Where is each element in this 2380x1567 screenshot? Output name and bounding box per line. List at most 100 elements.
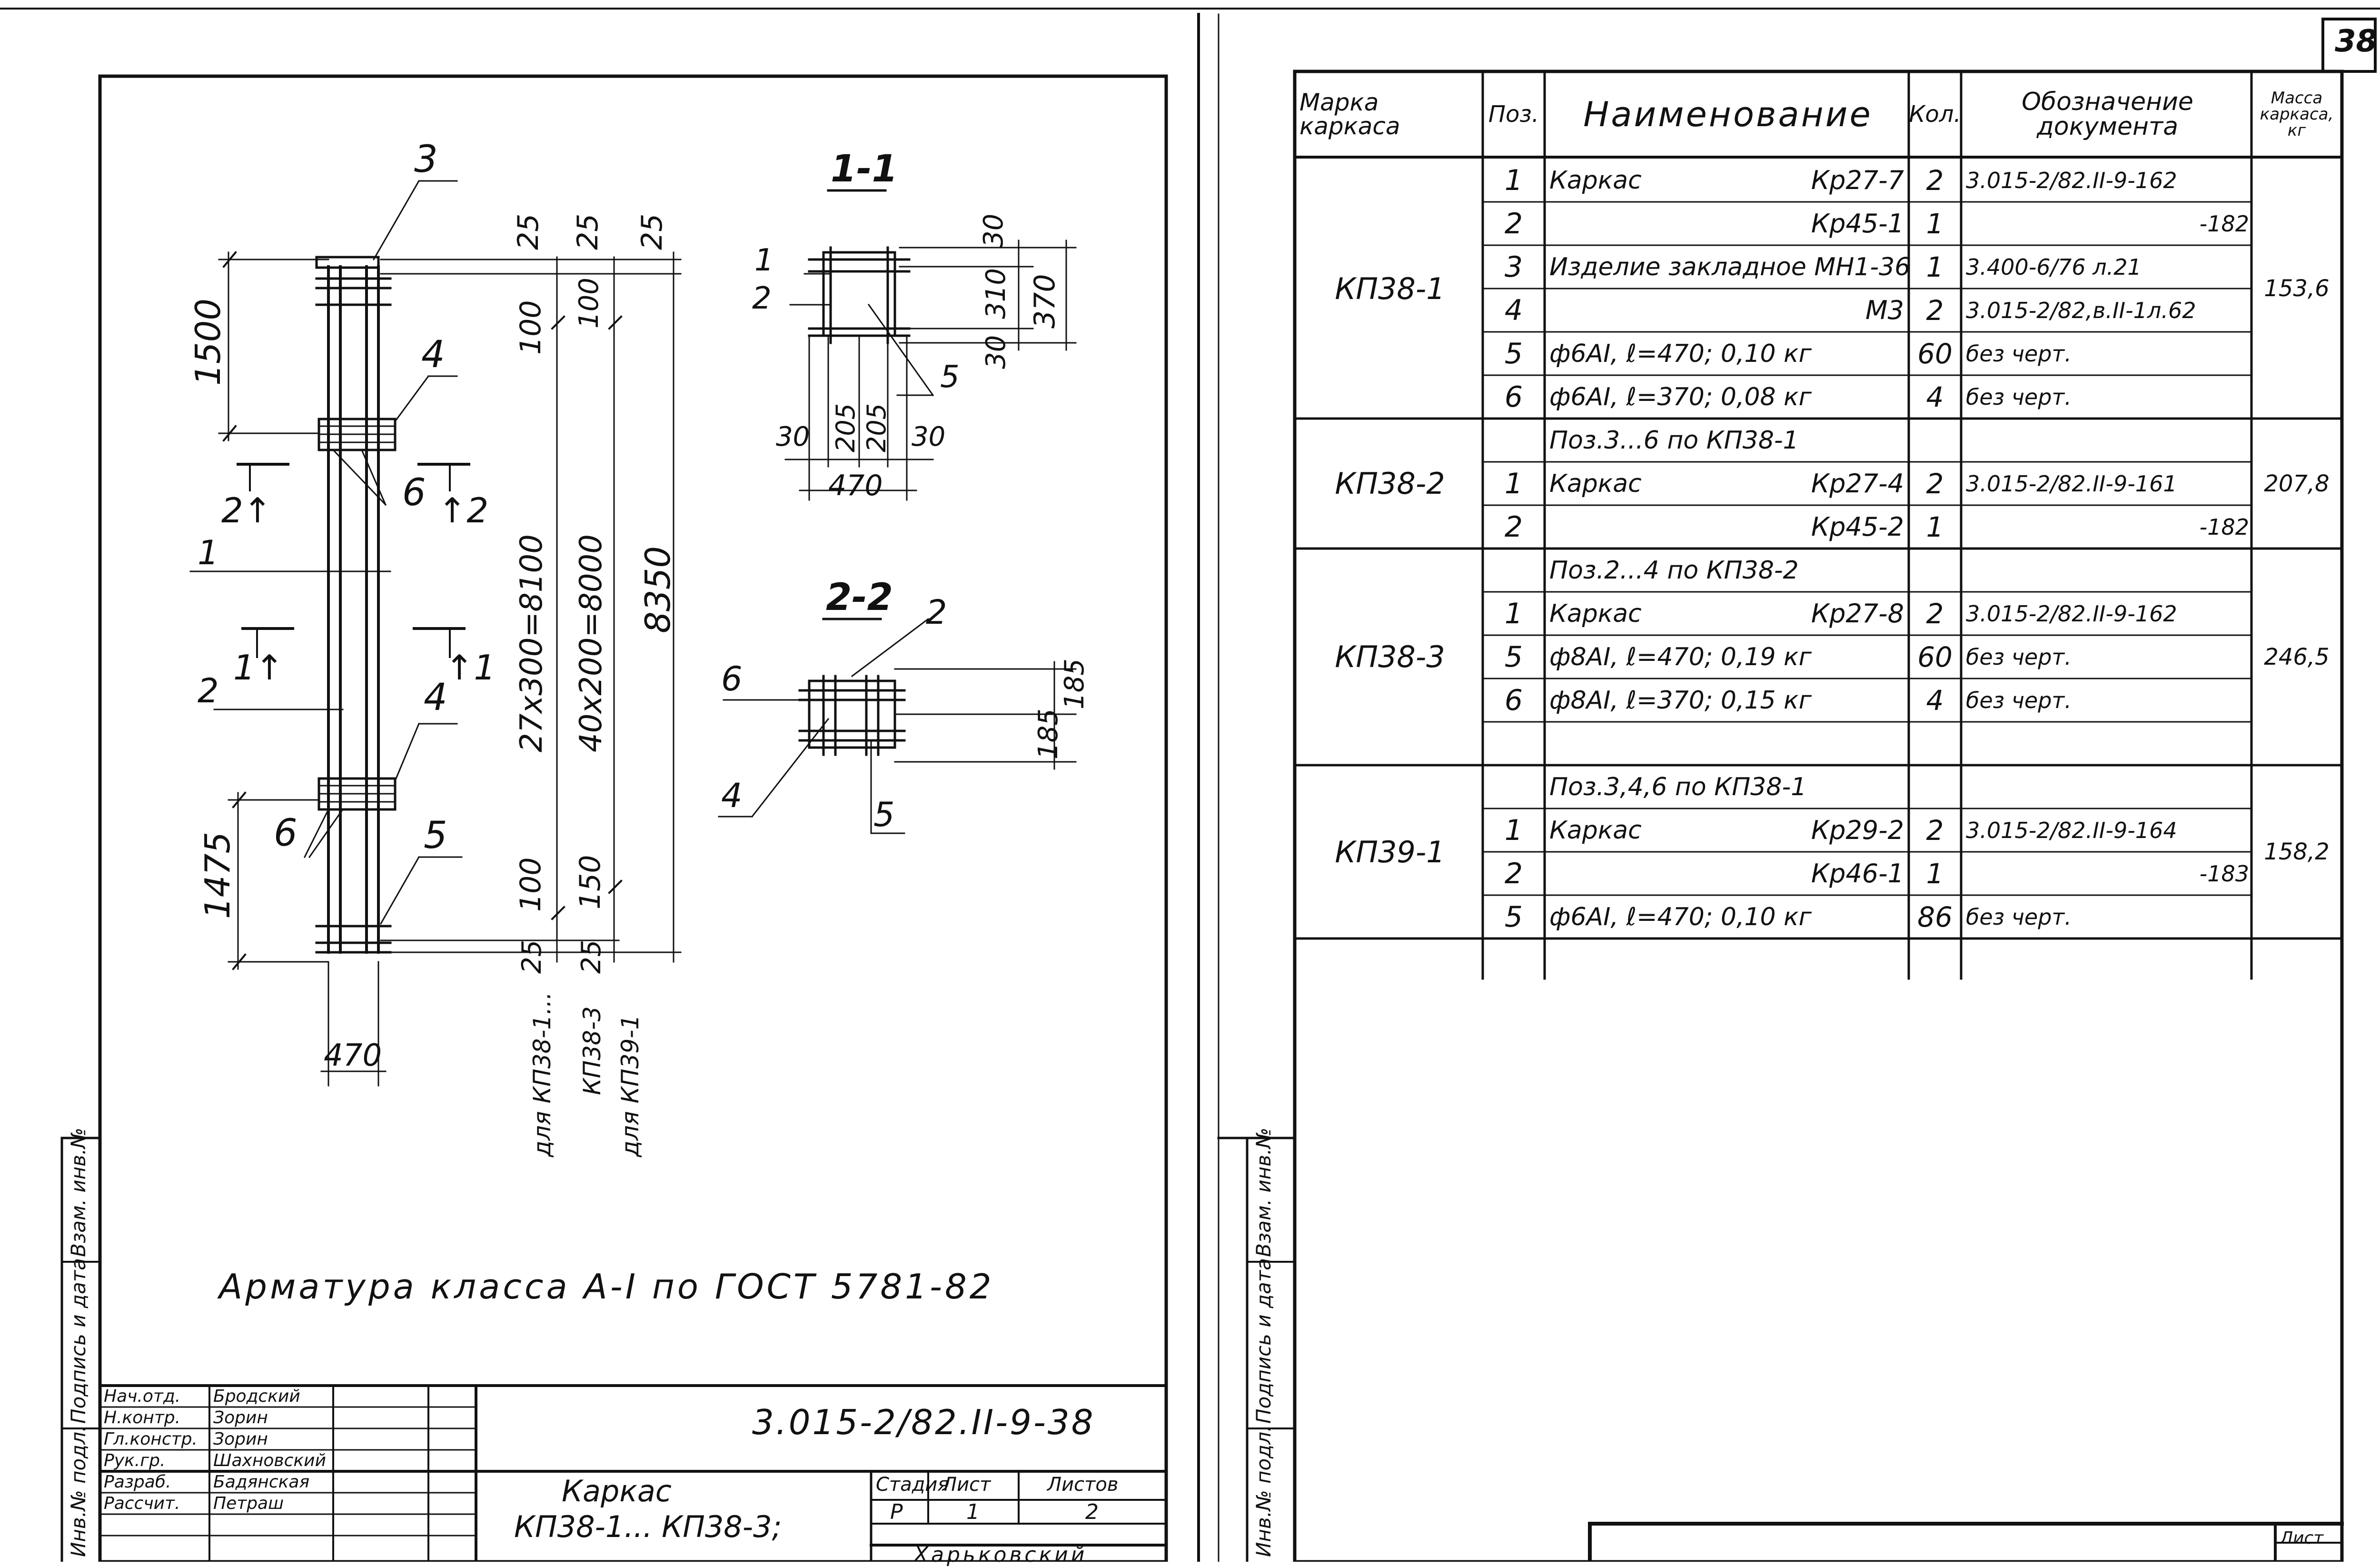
spec-pos (1485, 549, 1542, 592)
spec-name: Каркас (1549, 166, 1642, 195)
spec-name: Поз.3...6 по КП38-1 (1549, 426, 1799, 455)
spec-name-mark: Кр46-1 (1811, 858, 1904, 888)
cut-2-right: ↑2 (438, 490, 489, 530)
stamp-code: 3.015-2/82.II-9-38 (752, 1402, 1095, 1442)
col1-d100-top: 100 (514, 300, 547, 355)
dim-1500: 1500 (188, 298, 228, 386)
col3-d25-top: 25 (635, 213, 669, 250)
sec22-p6: 6 (721, 659, 743, 699)
spec-doc: -182 (2199, 210, 2249, 237)
side-label-left-2: Подпись и дата (67, 1258, 90, 1424)
spec-qty: 2 (1926, 294, 1944, 327)
cut-2-left: 2↑ (221, 490, 272, 530)
col1-d25-top: 25 (512, 213, 545, 250)
spec-doc: без черт. (1966, 644, 2072, 670)
spec-name: ф6АI, ℓ=370; 0,08 кг (1549, 382, 1812, 411)
col2-main: 40x200=8000 (574, 534, 609, 752)
th-pos: Поз. (1488, 101, 1539, 128)
stamp-person-name: Зорин (213, 1429, 268, 1449)
col1-for: для КП38-1... (528, 992, 556, 1157)
sec22-p4: 4 (721, 776, 743, 815)
spec-name-mark: Кр45-2 (1811, 512, 1904, 542)
col1-main: 27x300=8100 (514, 534, 549, 752)
spec-qty: 60 (1917, 337, 1953, 370)
spec-name-mark: Кр45-1 (1811, 209, 1904, 239)
spec-doc: без черт. (1966, 687, 2072, 713)
spec-mark: КП38-3 (1335, 639, 1445, 674)
rebar-class-note: Арматура класса А-I по ГОСТ 5781-82 (219, 1267, 994, 1307)
col2-for: КП38-3 (578, 1006, 606, 1095)
spec-pos: 2 (1504, 857, 1523, 890)
sec11-wt: 470 (828, 469, 883, 502)
stamp-hdr-sheet: Лист (942, 1474, 991, 1496)
spec-name: Каркас (1549, 816, 1642, 845)
sec22-p2: 2 (926, 593, 947, 632)
side-label-left-3: Инв.№ подл. (67, 1425, 90, 1557)
page-number: 38 (2335, 24, 2378, 59)
spec-qty: 1 (1926, 207, 1944, 240)
col2-d100-top: 100 (574, 278, 605, 329)
dim-1475: 1475 (198, 831, 238, 919)
side-label-right-1: Взам. инв.№ (1252, 1128, 1275, 1257)
stamp-role: Нач.отд. (104, 1387, 181, 1406)
spec-pos: 6 (1504, 683, 1523, 717)
spec-mark: КП38-2 (1335, 466, 1445, 501)
spec-pos: 4 (1504, 293, 1523, 327)
stamp-val-stage: Р (890, 1500, 903, 1524)
callout-2: 2 (198, 671, 219, 710)
spec-qty: 86 (1917, 900, 1953, 933)
sec11-w1: 30 (776, 421, 810, 452)
stamp-role: Гл.констр. (104, 1429, 198, 1449)
side-label-left-1: Взам. инв.№ (67, 1128, 90, 1257)
sec11-w3: 205 (862, 403, 892, 452)
sec22-h1: 185 (1059, 659, 1090, 709)
spec-qty: 2 (1926, 597, 1944, 630)
sec11-p2: 2 (752, 281, 772, 316)
spec-name-mark: М3 (1865, 295, 1904, 325)
sec11-p5: 5 (940, 359, 960, 395)
sec11-p1: 1 (754, 243, 774, 278)
stamp-val-sheet: 1 (966, 1500, 980, 1524)
spec-mark: КП38-1 (1335, 271, 1445, 306)
callout-3: 3 (414, 138, 438, 181)
spec-qty (1911, 549, 1959, 592)
spec-qty (1911, 765, 1959, 808)
callout-6-top: 6 (402, 471, 426, 514)
spec-name: Изделие закладное МН1-36 (1549, 252, 1911, 281)
spec-name: ф6АI, ℓ=470; 0,10 кг (1549, 902, 1812, 931)
spec-name (1549, 722, 1906, 765)
stamp-role: Разраб. (104, 1472, 171, 1492)
spec-doc: 3.015-2/82.II-9-161 (1966, 470, 2177, 497)
spec-pos: 2 (1504, 510, 1523, 544)
spec-name: Поз.2...4 по КП38-2 (1549, 556, 1799, 585)
spec-doc: -183 (2199, 860, 2249, 887)
col2-d25-bot: 25 (576, 939, 607, 974)
spec-qty (1911, 722, 1959, 765)
stamp-role: Н.контр. (104, 1408, 181, 1427)
sec11-total: 370 (1028, 274, 1061, 329)
stamp-title-2: КП38-1... КП38-3; (514, 1509, 782, 1544)
spec-mark: КП39-1 (1335, 834, 1445, 869)
spec-qty: 4 (1926, 684, 1944, 717)
spec-mass: 207,8 (2264, 470, 2330, 497)
col2-d25-top: 25 (571, 213, 605, 250)
spec-pos (1485, 419, 1542, 462)
spec-doc: 3.400-6/76 л.21 (1966, 254, 2142, 280)
spec-qty: 1 (1926, 250, 1944, 283)
spec-doc: 3.015-2/82,в.II-1л.62 (1966, 297, 2196, 323)
spec-name-mark: Кр29-2 (1811, 815, 1904, 845)
spec-doc (1966, 419, 2249, 462)
spec-pos: 6 (1504, 380, 1523, 414)
spec-qty: 2 (1926, 814, 1944, 847)
callout-4-lower: 4 (424, 676, 447, 719)
stamp-hdr-sheets: Листов (1047, 1474, 1119, 1496)
spec-qty: 2 (1926, 467, 1944, 500)
stamp-person-name: Шахновский (213, 1451, 326, 1470)
spec-doc: 3.015-2/82.II-9-162 (1966, 600, 2177, 627)
section-2-2-title: 2-2 (826, 576, 893, 619)
spec-name: Поз.3,4,6 по КП38-1 (1549, 772, 1807, 801)
col1-d100-bot: 100 (514, 857, 547, 912)
side-label-right-2: Подпись и дата (1252, 1258, 1275, 1424)
spec-mass: 158,2 (2264, 838, 2330, 865)
